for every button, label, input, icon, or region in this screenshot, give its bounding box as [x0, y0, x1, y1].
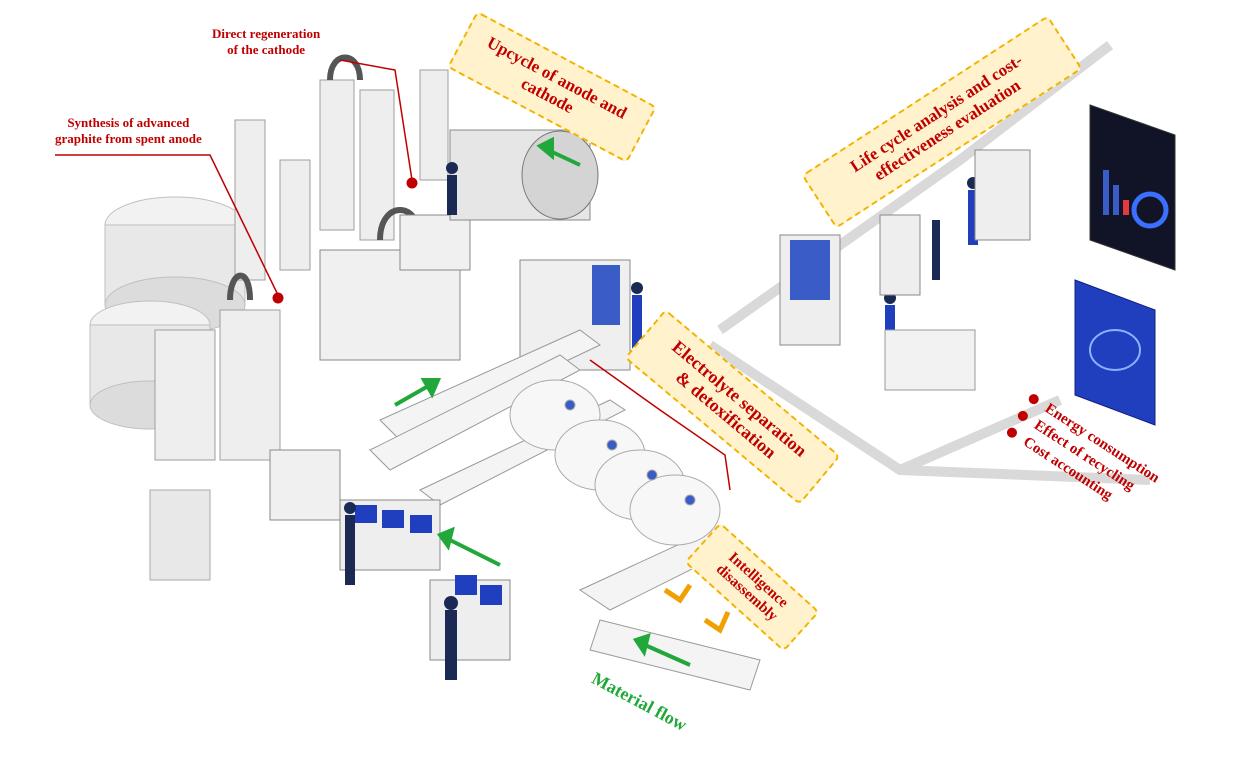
operator-stations [149, 449, 511, 661]
reactor-columns [154, 69, 449, 461]
flow-arrows [394, 136, 691, 667]
electrolyte-tanks [509, 379, 721, 546]
analytics-dashboard [1089, 104, 1176, 271]
upcycle-machine [449, 129, 599, 221]
annotation-leaders [55, 59, 731, 491]
robot-arms [663, 583, 731, 634]
filter-press [319, 214, 471, 361]
label-synthesis-graphite: Synthesis of advanced graphite from spen… [55, 115, 202, 147]
label-direct-regeneration: Direct regeneration of the cathode [212, 26, 321, 57]
machine-blueprint-panel [1074, 279, 1156, 426]
office-area [779, 149, 1031, 391]
